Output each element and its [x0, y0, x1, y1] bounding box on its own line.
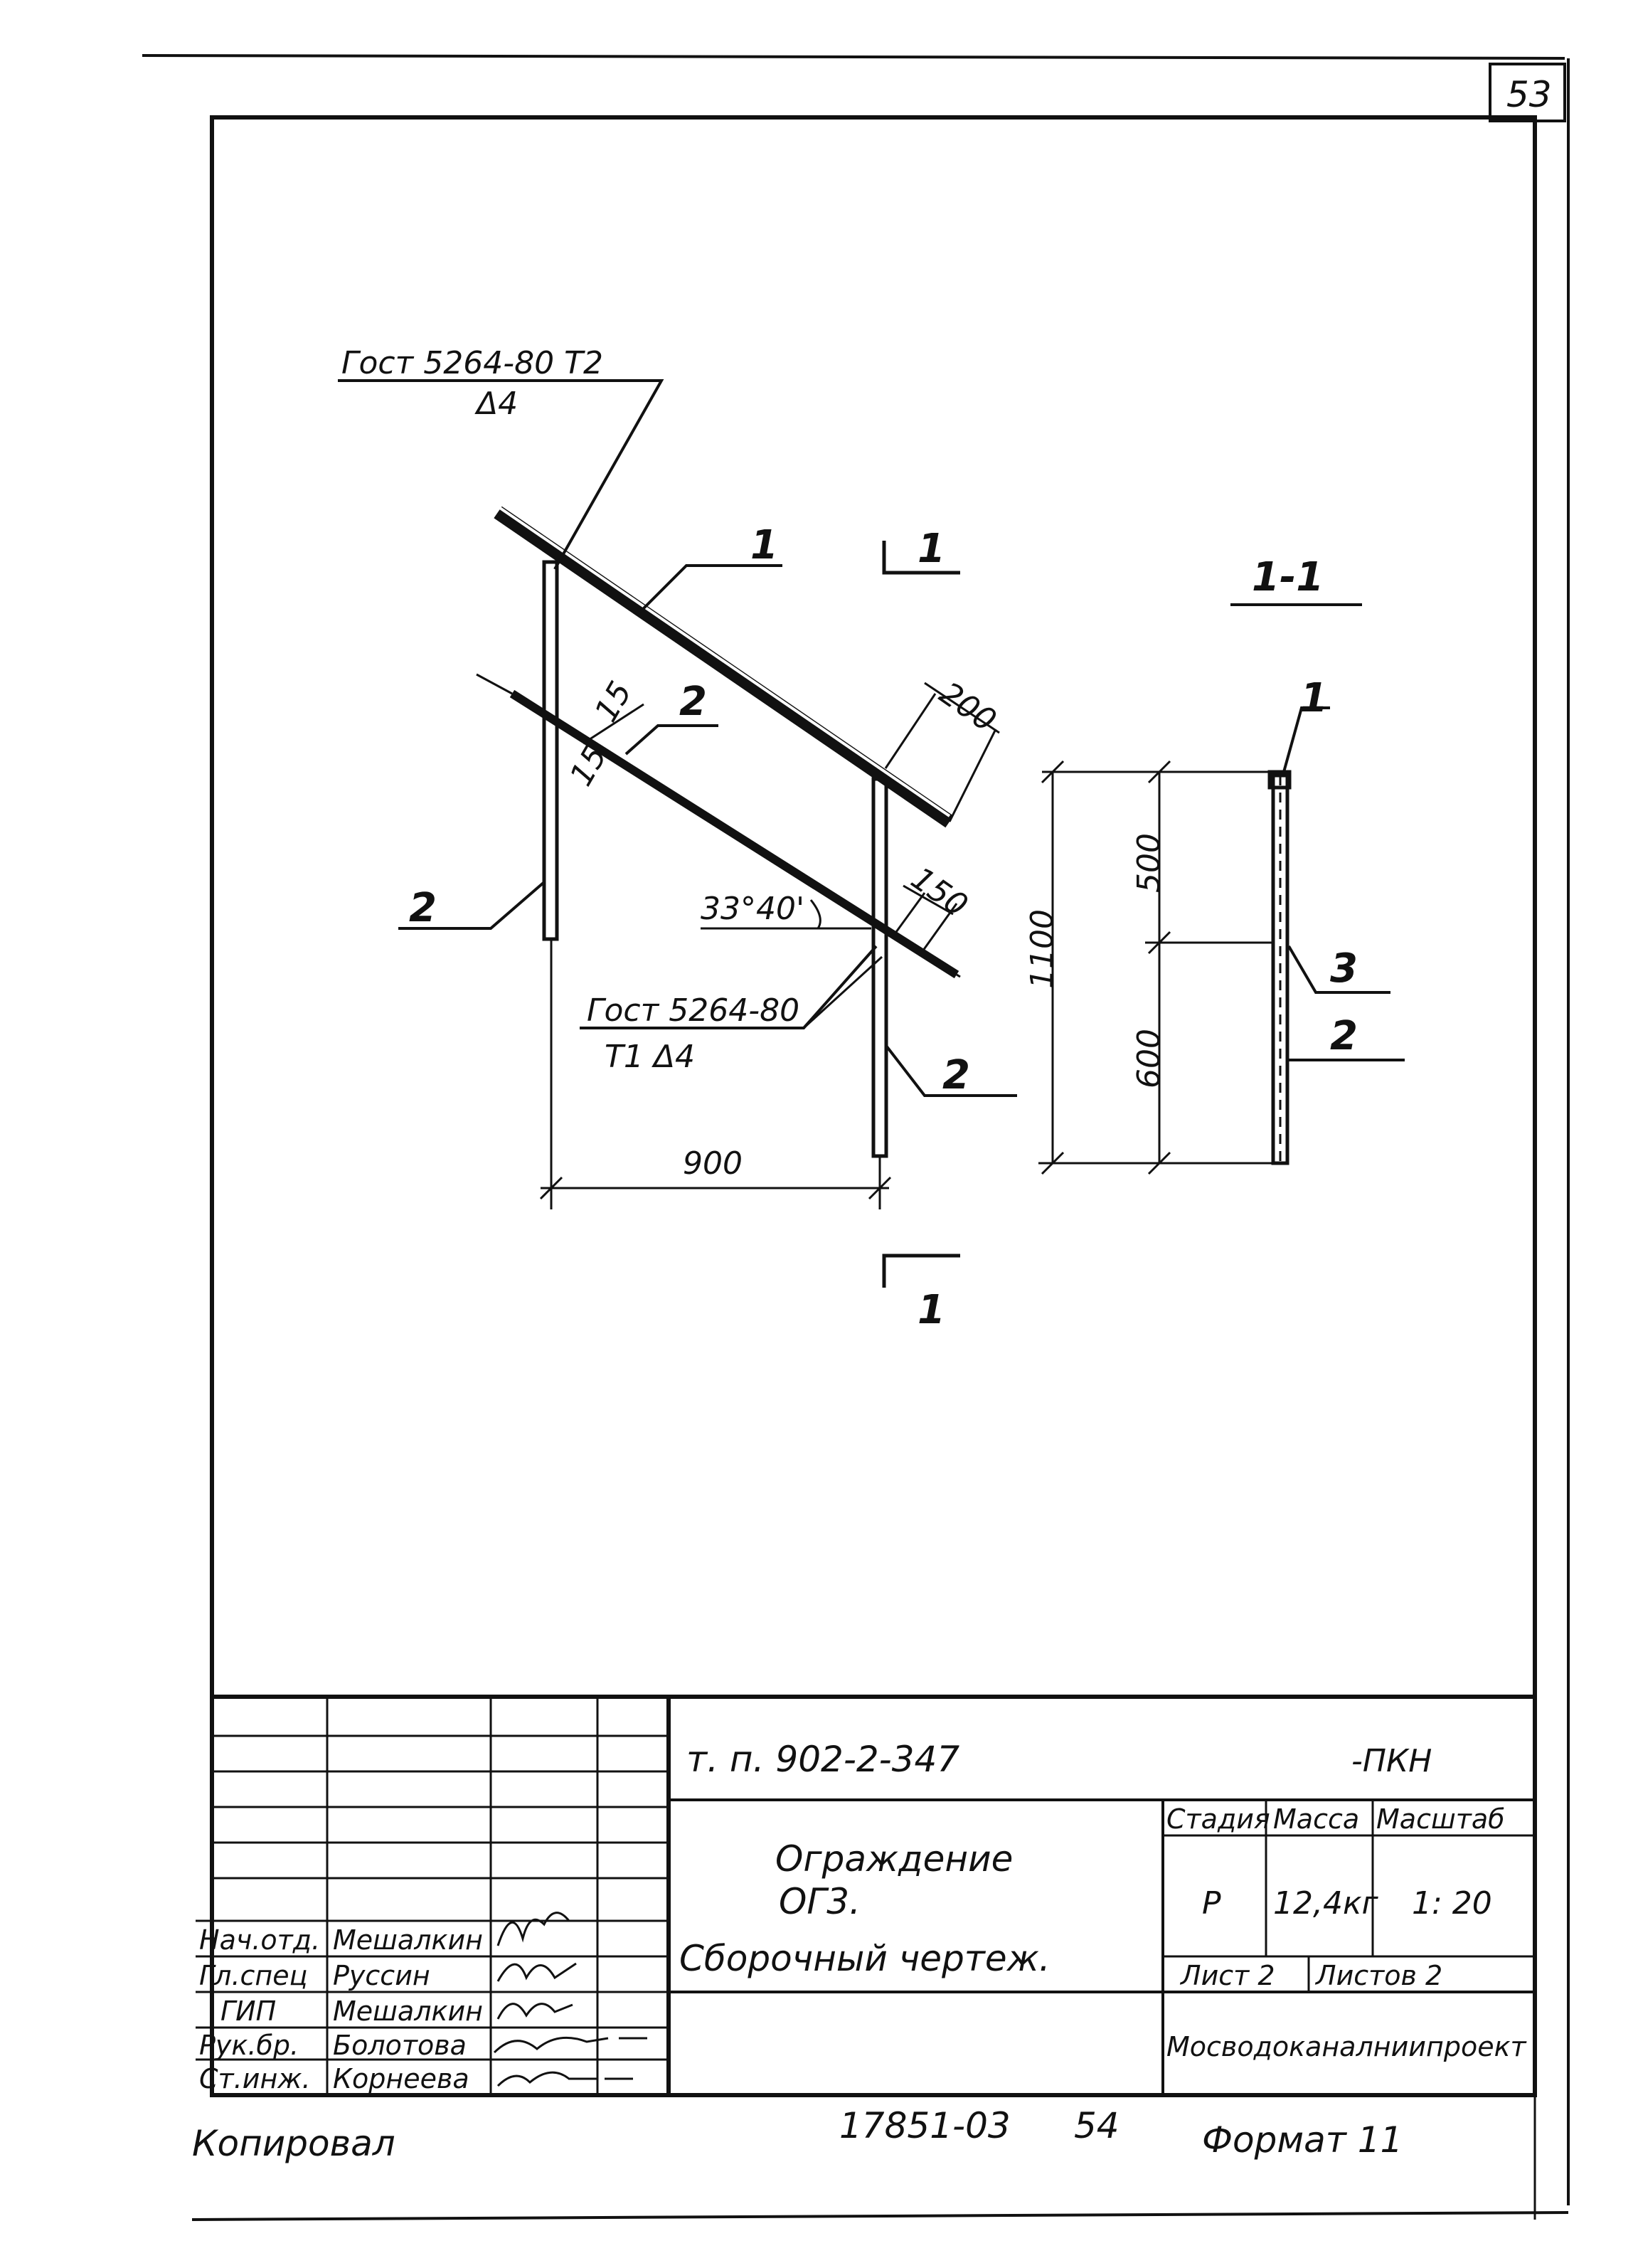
person-3-name: Мешалкин	[333, 1996, 483, 2027]
paper-format: Формат 11	[1202, 2119, 1403, 2161]
organization-name: Мосводоканалниипроект	[1166, 2031, 1528, 2062]
archive-sheet: 54	[1074, 2105, 1120, 2146]
drawing-title-line3: Сборочный чертеж.	[679, 1938, 1051, 1979]
stage-header: Стадия	[1166, 1803, 1270, 1835]
callout-top-rail: 1	[750, 522, 778, 568]
section-1-1-view	[1038, 603, 1405, 1175]
dim-offset-200: 200	[933, 675, 1003, 739]
person-3-role: ГИП	[220, 1996, 276, 2027]
weld-note-top-line1: Гост 5264-80 Т2	[341, 345, 603, 381]
project-suffix: -ПКН	[1351, 1743, 1432, 1779]
callout-mid-rail: 2	[679, 679, 707, 725]
mass-header: Масса	[1273, 1803, 1359, 1835]
drawing-title-line1: Ограждение	[775, 1838, 1013, 1880]
person-4-role: Рук.бр.	[199, 2030, 299, 2061]
copied-by-label: Копировал	[192, 2123, 395, 2164]
dim-offset-150: 150	[905, 860, 974, 924]
stage-value: Р	[1202, 1885, 1221, 1922]
mass-value: 12,4кг	[1273, 1885, 1379, 1922]
section-mark-top: 1	[918, 526, 945, 572]
section-mark-bottom: 1	[918, 1287, 945, 1333]
person-4-name: Болотова	[333, 2030, 467, 2061]
drawing-title-line2: ОГ3.	[779, 1881, 861, 1922]
archive-number: 17851-03	[839, 2105, 1011, 2146]
person-5-role: Ст.инж.	[199, 2063, 311, 2094]
dim-lower-600: 600	[1131, 1029, 1167, 1088]
dim-angle: 33°40'	[701, 891, 804, 927]
section-mark-symbols	[882, 541, 960, 1288]
project-code: т. п. 902-2-347	[686, 1739, 959, 1780]
person-1-role: Нач.отд.	[199, 1924, 320, 1956]
person-5-name: Корнеева	[333, 2063, 469, 2094]
person-2-name: Руссин	[333, 1960, 430, 1991]
weld-note-bottom-line1: Гост 5264-80	[587, 992, 799, 1029]
callout-right-post: 2	[942, 1052, 970, 1098]
dim-upper-500: 500	[1131, 833, 1167, 893]
dim-width-900: 900	[683, 1145, 743, 1182]
scale-header: Масштаб	[1376, 1803, 1505, 1835]
section-item-3: 3	[1330, 945, 1358, 992]
section-title: 1-1	[1252, 554, 1324, 600]
railing-assembly	[338, 379, 1017, 1209]
dim-weld-15-a: 15	[588, 675, 639, 728]
sheet-frame	[142, 54, 1570, 2221]
section-item-2: 2	[1330, 1013, 1358, 1059]
dim-height-1100: 1100	[1024, 909, 1060, 989]
title-block-grid	[196, 1695, 1535, 2095]
person-1-name: Мешалкин	[333, 1924, 483, 1956]
weld-note-bottom-line2: Т1 Δ4	[605, 1039, 695, 1075]
person-2-role: Гл.спец	[199, 1960, 308, 1991]
callout-left-post: 2	[409, 885, 437, 931]
scale-value: 1: 20	[1412, 1885, 1492, 1922]
weld-note-top-line2: Δ4	[474, 386, 518, 422]
section-item-1: 1	[1300, 675, 1328, 721]
signatures	[493, 1912, 647, 2087]
page-number: 53	[1506, 74, 1552, 115]
dim-weld-15-b: 15	[563, 739, 615, 792]
sheets-label: Листов 2	[1314, 1960, 1442, 1991]
sheet-label: Лист 2	[1179, 1960, 1275, 1991]
